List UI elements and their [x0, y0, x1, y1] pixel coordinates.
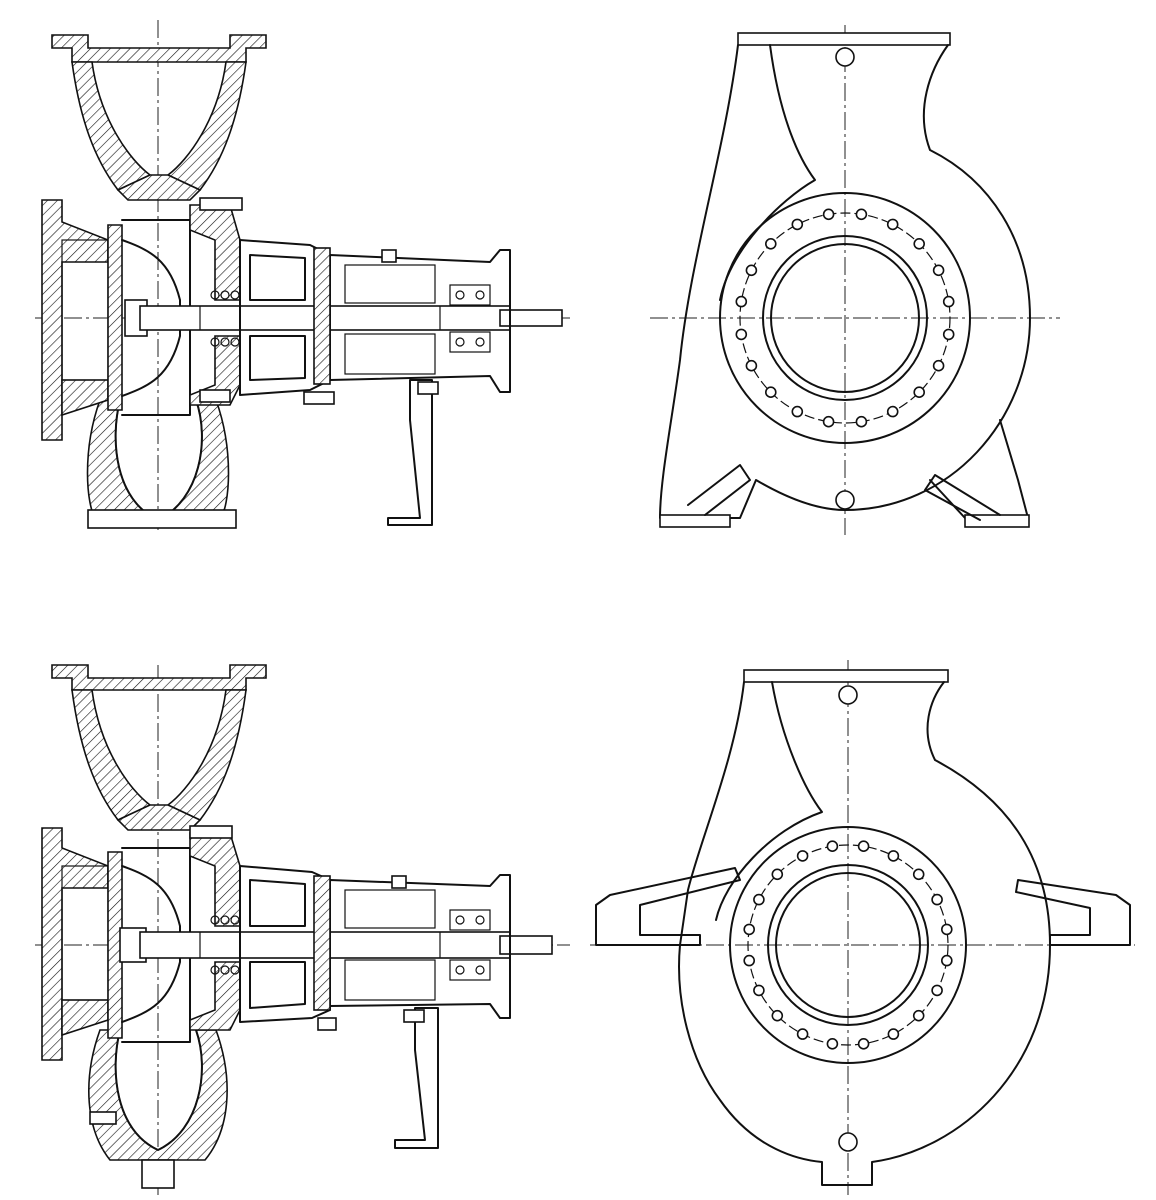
front-view-bottom — [590, 660, 1135, 1195]
flange-bolt — [886, 218, 899, 231]
flange-bolt — [887, 850, 900, 862]
flange-bolt — [826, 1038, 839, 1050]
flange-bolt — [932, 359, 945, 372]
flange-bolt — [771, 1009, 784, 1022]
flange-bolt — [735, 295, 748, 308]
flange-bolt — [940, 954, 953, 967]
flange-bolt — [764, 238, 777, 250]
flange-bolt — [855, 415, 868, 428]
flange-bolt — [791, 405, 804, 418]
flange-bolt — [745, 359, 758, 372]
flange-bolt — [857, 840, 870, 853]
flange-bolt — [822, 415, 835, 428]
flange-bolt — [940, 923, 953, 936]
flange-bolt — [745, 264, 758, 277]
flange-bolt — [753, 893, 765, 906]
flange-bolt — [753, 984, 765, 997]
flange-bolt — [822, 208, 835, 221]
flange-bolt — [796, 1028, 809, 1040]
flange-bolt — [932, 264, 945, 277]
flange-bolt — [886, 405, 899, 418]
front-view-top — [650, 25, 1060, 535]
flange-bolt — [912, 868, 925, 881]
flange-bolt — [857, 1038, 870, 1050]
flange-bolt — [887, 1028, 900, 1040]
sectional-view-top — [35, 20, 570, 530]
flange-bolt — [796, 850, 809, 862]
flange-bolt — [743, 954, 756, 967]
flange-bolt — [743, 923, 756, 936]
flange-bolt — [931, 984, 943, 997]
flange-bolt — [764, 386, 777, 399]
flange-bolt — [913, 386, 926, 399]
sectional-view-bottom — [35, 664, 570, 1195]
flange-bolt — [826, 840, 839, 853]
flange-bolt — [942, 295, 955, 308]
flange-bolt — [912, 1009, 925, 1022]
flange-bolt — [771, 868, 784, 881]
flange-bolt — [931, 893, 943, 906]
flange-bolt — [855, 208, 868, 221]
flange-bolt — [913, 238, 926, 250]
flange-bolt — [735, 328, 748, 341]
flange-bolt — [791, 218, 804, 231]
flange-bolt — [942, 328, 955, 341]
